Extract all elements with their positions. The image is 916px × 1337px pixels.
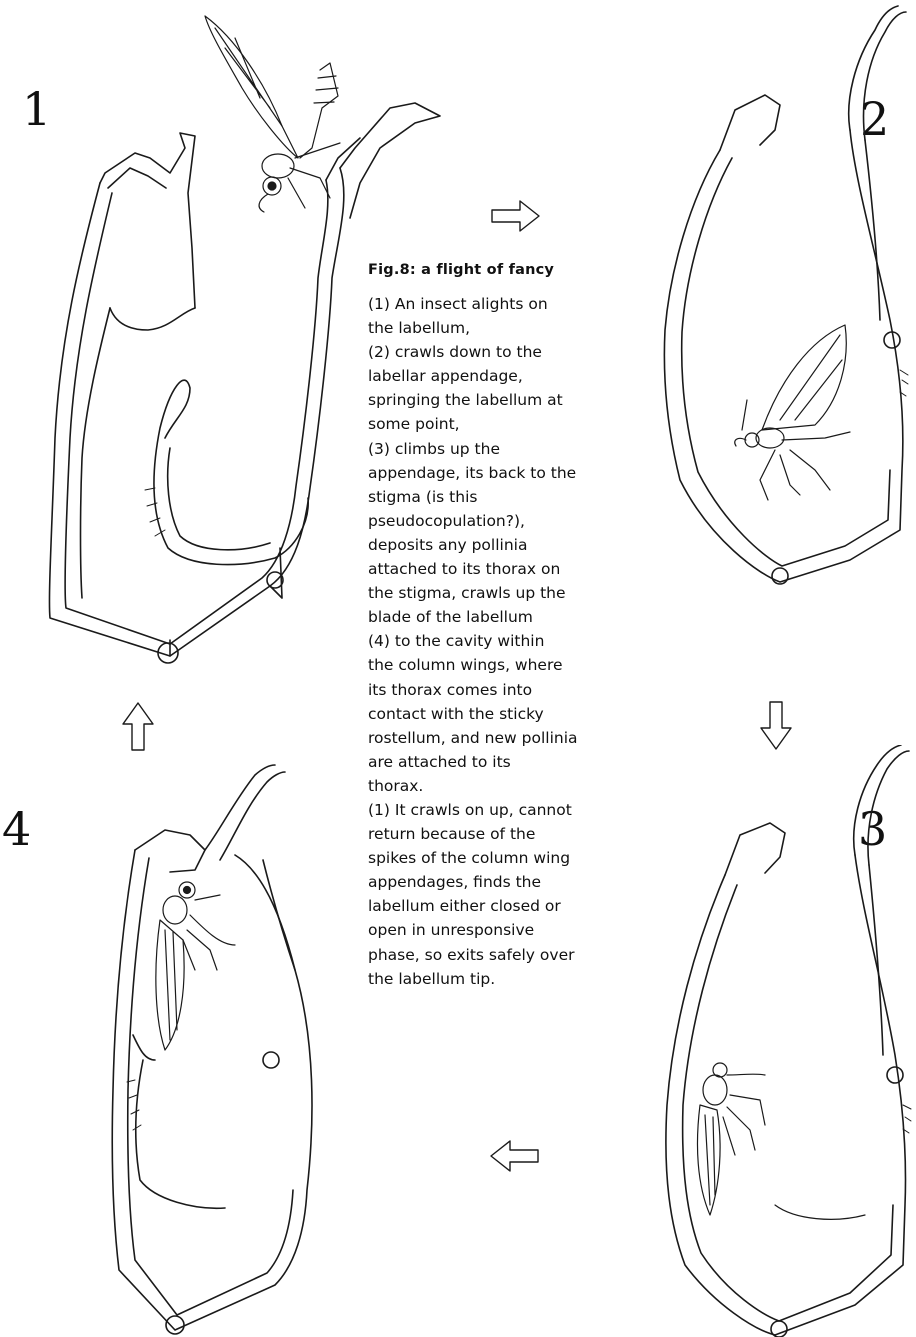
caption-line: the labellum, [368, 316, 640, 340]
caption-line: the column wings, where [368, 653, 640, 677]
caption-line: appendages, finds the [368, 870, 640, 894]
caption-line: some point, [368, 412, 640, 436]
caption-line: deposits any pollinia [368, 533, 640, 557]
up-arrow-icon [120, 700, 156, 752]
caption-line: (1) An insect alights on [368, 292, 640, 316]
caption-title: Fig.8: a flight of fancy [368, 262, 640, 278]
flower-drawing-2 [650, 0, 916, 600]
caption-line: rostellum, and new pollinia [368, 726, 640, 750]
caption-line: (3) climbs up the [368, 437, 640, 461]
caption-line: the stigma, crawls up the [368, 581, 640, 605]
caption-line: pseudocopulation?), [368, 509, 640, 533]
caption-line: spikes of the column wing [368, 846, 640, 870]
caption-line: its thorax comes into [368, 678, 640, 702]
flower-drawing-3 [655, 745, 916, 1337]
caption-line: stigma (is this [368, 485, 640, 509]
caption-line: phase, so exits safely over [368, 943, 640, 967]
caption-line: blade of the labellum [368, 605, 640, 629]
caption-line: attached to its thorax on [368, 557, 640, 581]
caption-line: appendage, its back to the [368, 461, 640, 485]
caption-line: are attached to its [368, 750, 640, 774]
caption-line: return because of the [368, 822, 640, 846]
caption-line: labellum either closed or [368, 894, 640, 918]
caption-line: open in unresponsive [368, 918, 640, 942]
caption-line: (4) to the cavity within [368, 629, 640, 653]
caption-line: labellar appendage, [368, 364, 640, 388]
left-arrow-icon [488, 1138, 540, 1174]
caption-line: contact with the sticky [368, 702, 640, 726]
right-arrow-icon [490, 198, 542, 234]
panel-4-number: 4 [2, 806, 31, 852]
down-arrow-icon [758, 700, 794, 752]
figure-caption: Fig.8: a flight of fancy (1) An insect a… [368, 262, 640, 991]
caption-line: (2) crawls down to the [368, 340, 640, 364]
caption-line: (1) It crawls on up, cannot [368, 798, 640, 822]
caption-line: the labellum tip. [368, 967, 640, 991]
caption-line: thorax. [368, 774, 640, 798]
caption-line: springing the labellum at [368, 388, 640, 412]
